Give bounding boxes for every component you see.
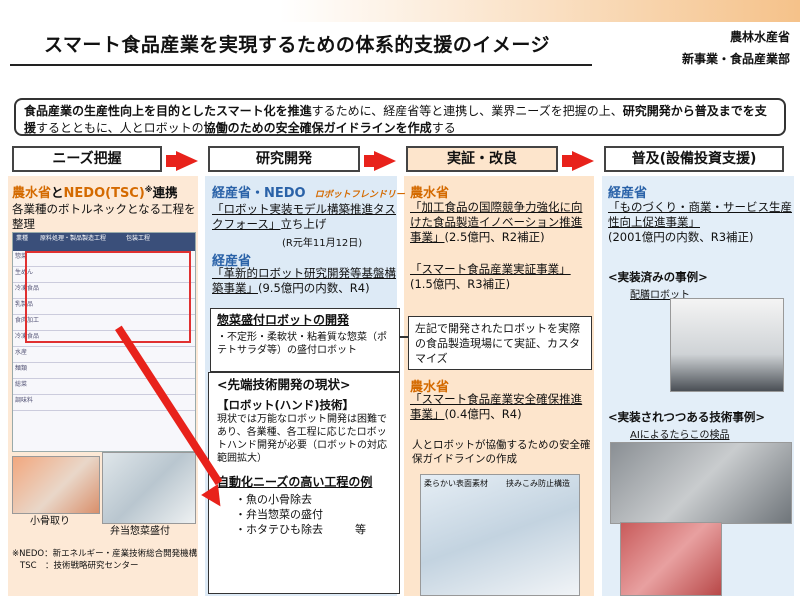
header-bar bbox=[0, 0, 800, 22]
col4-heading: 経産省 bbox=[608, 182, 647, 201]
photo2-label: 弁当惣菜盛付 bbox=[110, 524, 170, 539]
intro-emph1: 食品産業の生産性向上を目的としたスマート化を推進 bbox=[24, 104, 312, 118]
needs-etc: 等 bbox=[355, 523, 366, 536]
bottleneck-table: 業種 原料処理・製品製造工程 包装工程 惣菜 生めん 冷凍食品 乳製品 食肉加工… bbox=[12, 232, 196, 452]
stage-arrow-1 bbox=[176, 151, 198, 171]
col1-heading-and: と bbox=[51, 185, 64, 200]
adv-body: 現状では万能なロボット開発は困難であり、各業種、各工程に応じたロボットハンド開発… bbox=[217, 413, 391, 465]
col3-proj2-title: 「スマート食品産業実証事業」 bbox=[410, 262, 571, 276]
col3-proj2: 「スマート食品産業実証事業」(1.5億円、R3補正) bbox=[410, 262, 592, 292]
table-header: 業種 原料処理・製品製造工程 包装工程 bbox=[13, 233, 195, 251]
adv-subtitle: 【ロボット(ハンド)技術】 bbox=[217, 398, 391, 413]
col3-proj3: 「スマート食品産業安全確保推進事業」(0.4億円、R4) bbox=[410, 392, 592, 422]
col2-proj2-tail: (9.5億円の内数、R4) bbox=[258, 281, 370, 295]
col3-proj1-tail: (2.5億円、R2補正) bbox=[445, 230, 545, 244]
col1-heading-mark: ※ bbox=[145, 185, 153, 194]
needs-item: ・魚の小骨除去 bbox=[235, 492, 391, 507]
table-header-cell: 原料処理・製品製造工程 bbox=[40, 233, 126, 251]
stage-demo: 実証・改良 bbox=[406, 146, 558, 172]
col4-proj-tail: (2001億円の内数、R3補正) bbox=[608, 230, 792, 245]
footnote-tsc: TSC ：技術戦略研究センター bbox=[12, 560, 197, 572]
needs-item: ・ホタテひも除去 bbox=[235, 523, 323, 536]
stage-arrow-3 bbox=[572, 151, 594, 171]
col3-proj1: 「加工食品の国際競争力強化に向けた食品製造イノベーション推進事業」(2.5億円、… bbox=[410, 200, 592, 245]
intro-emph3: 協働のための安全確保ガイドラインを作成 bbox=[204, 121, 432, 135]
adv-title: <先端技術開発の現状> bbox=[217, 377, 391, 392]
ministry-line2: 新事業・食品産業部 bbox=[660, 48, 790, 70]
intro-text2: するとともに、人とロボットの bbox=[36, 121, 204, 135]
ministry-line1: 農林水産省 bbox=[660, 26, 790, 48]
col2-proj1-tail: 立ち上げ bbox=[280, 217, 326, 231]
footnote: ※NEDO：新エネルギー・産業技術総合開発機構 TSC ：技術戦略研究センター bbox=[12, 548, 197, 572]
photo-bento-packing bbox=[102, 452, 196, 524]
table-header-cell: 業種 bbox=[16, 233, 40, 251]
col2-proj1: 「ロボット実装モデル構築推進タスクフォース」立ち上げ bbox=[212, 202, 396, 232]
robot-friendly-badge: ロボットフレンドリー bbox=[315, 190, 405, 200]
connector-line bbox=[400, 336, 408, 338]
tech-title: <実装されつつある技術事例> bbox=[608, 410, 765, 425]
col4-proj: 「ものづくり・商業・サービス生産性向上促進事業」(2001億円の内数、R3補正) bbox=[608, 200, 792, 245]
dev-body: ・不定形・柔軟状・粘着質な惣菜（ポテトサラダ等）の盛付ロボット bbox=[217, 331, 393, 357]
title-underline bbox=[10, 64, 592, 66]
col1-heading-c: 連携 bbox=[153, 185, 178, 200]
photo-inspection-line bbox=[610, 442, 792, 524]
needs-list: ・魚の小骨除去 ・弁当惣菜の盛付 ・ホタテひも除去 等 bbox=[217, 492, 391, 537]
callout-text: 左記で開発されたロボットを実際の食品製造現場にて実証、カスタマイズ bbox=[415, 321, 585, 366]
tech-label: AIによるたらこの検品 bbox=[630, 428, 730, 443]
guideline-text: 人とロボットが協働するための安全確保ガイドラインの作成 bbox=[412, 438, 592, 466]
intro-text1: するために、経産省等と連携し、業界ニーズを把握の上、 bbox=[312, 104, 623, 118]
stage-rd: 研究開発 bbox=[208, 146, 360, 172]
col1-heading: 農水省とNEDO(TSC)※連携 bbox=[12, 182, 198, 201]
col2-proj1-date: (R元年11月12日) bbox=[282, 236, 362, 251]
table-header-cell: 包装工程 bbox=[126, 233, 150, 251]
col4-proj-title: 「ものづくり・商業・サービス生産性向上促進事業」 bbox=[608, 200, 792, 229]
table-row: 麺類 bbox=[13, 363, 195, 379]
intro-box: 食品産業の生産性向上を目的としたスマート化を推進するために、経産省等と連携し、業… bbox=[14, 98, 786, 136]
case-title: <実装済みの事例> bbox=[608, 270, 708, 285]
col2-proj2: 「革新的ロボット研究開発等基盤構築事業」(9.5億円の内数、R4) bbox=[212, 266, 396, 296]
table-row: 総菜 bbox=[13, 379, 195, 395]
demo-callout: 左記で開発されたロボットを実際の食品製造現場にて実証、カスタマイズ bbox=[408, 316, 592, 370]
col3-proj2-tail: (1.5億円、R3補正) bbox=[410, 277, 592, 292]
col3-heading: 農水省 bbox=[410, 182, 449, 201]
col1-desc: 各業種のボトルネックとなる工程を整理 bbox=[12, 202, 198, 232]
col1-heading-a: 農水省 bbox=[12, 186, 51, 201]
table-row: 水産 bbox=[13, 347, 195, 363]
needs-title: 自動化ニーズの高い工程の例 bbox=[217, 475, 391, 490]
stage-spread: 普及(設備投資支援) bbox=[604, 146, 784, 172]
col1-heading-b: NEDO(TSC) bbox=[64, 186, 145, 201]
advanced-tech-box: <先端技術開発の現状> 【ロボット(ハンド)技術】 現状では万能なロボット開発は… bbox=[208, 372, 400, 594]
intro-text3: する bbox=[432, 121, 456, 135]
dev-box: 惣菜盛付ロボットの開発 ・不定形・柔軟状・粘着質な惣菜（ポテトサラダ等）の盛付ロ… bbox=[210, 308, 400, 372]
label-pinch-guard: 挟みこみ防止構造 bbox=[506, 476, 570, 491]
col2-heading: 経産省・NEDO bbox=[212, 186, 306, 201]
ministry-label: 農林水産省 新事業・食品産業部 bbox=[660, 26, 790, 70]
photo1-label: 小骨取り bbox=[30, 514, 70, 529]
photo-cobot bbox=[420, 474, 580, 596]
photo-tarako bbox=[620, 522, 722, 596]
needs-item: ・弁当惣菜の盛付 bbox=[235, 507, 391, 522]
photo-serving-robot bbox=[670, 298, 784, 392]
table-highlight bbox=[25, 251, 191, 343]
col2-heading-wrap: 経産省・NEDO ロボットフレンドリー bbox=[212, 182, 405, 201]
photo-bone-removal bbox=[12, 456, 100, 514]
page-title: スマート食品産業を実現するための体系的支援のイメージ bbox=[44, 30, 550, 57]
footnote-nedo: ※NEDO：新エネルギー・産業技術総合開発機構 bbox=[12, 548, 197, 560]
col3-proj3-tail: (0.4億円、R4) bbox=[445, 407, 522, 421]
stage-needs: ニーズ把握 bbox=[12, 146, 162, 172]
label-soft-surface: 柔らかい表面素材 bbox=[424, 476, 488, 491]
stage-arrow-2 bbox=[374, 151, 396, 171]
dev-title: 惣菜盛付ロボットの開発 bbox=[217, 313, 393, 328]
